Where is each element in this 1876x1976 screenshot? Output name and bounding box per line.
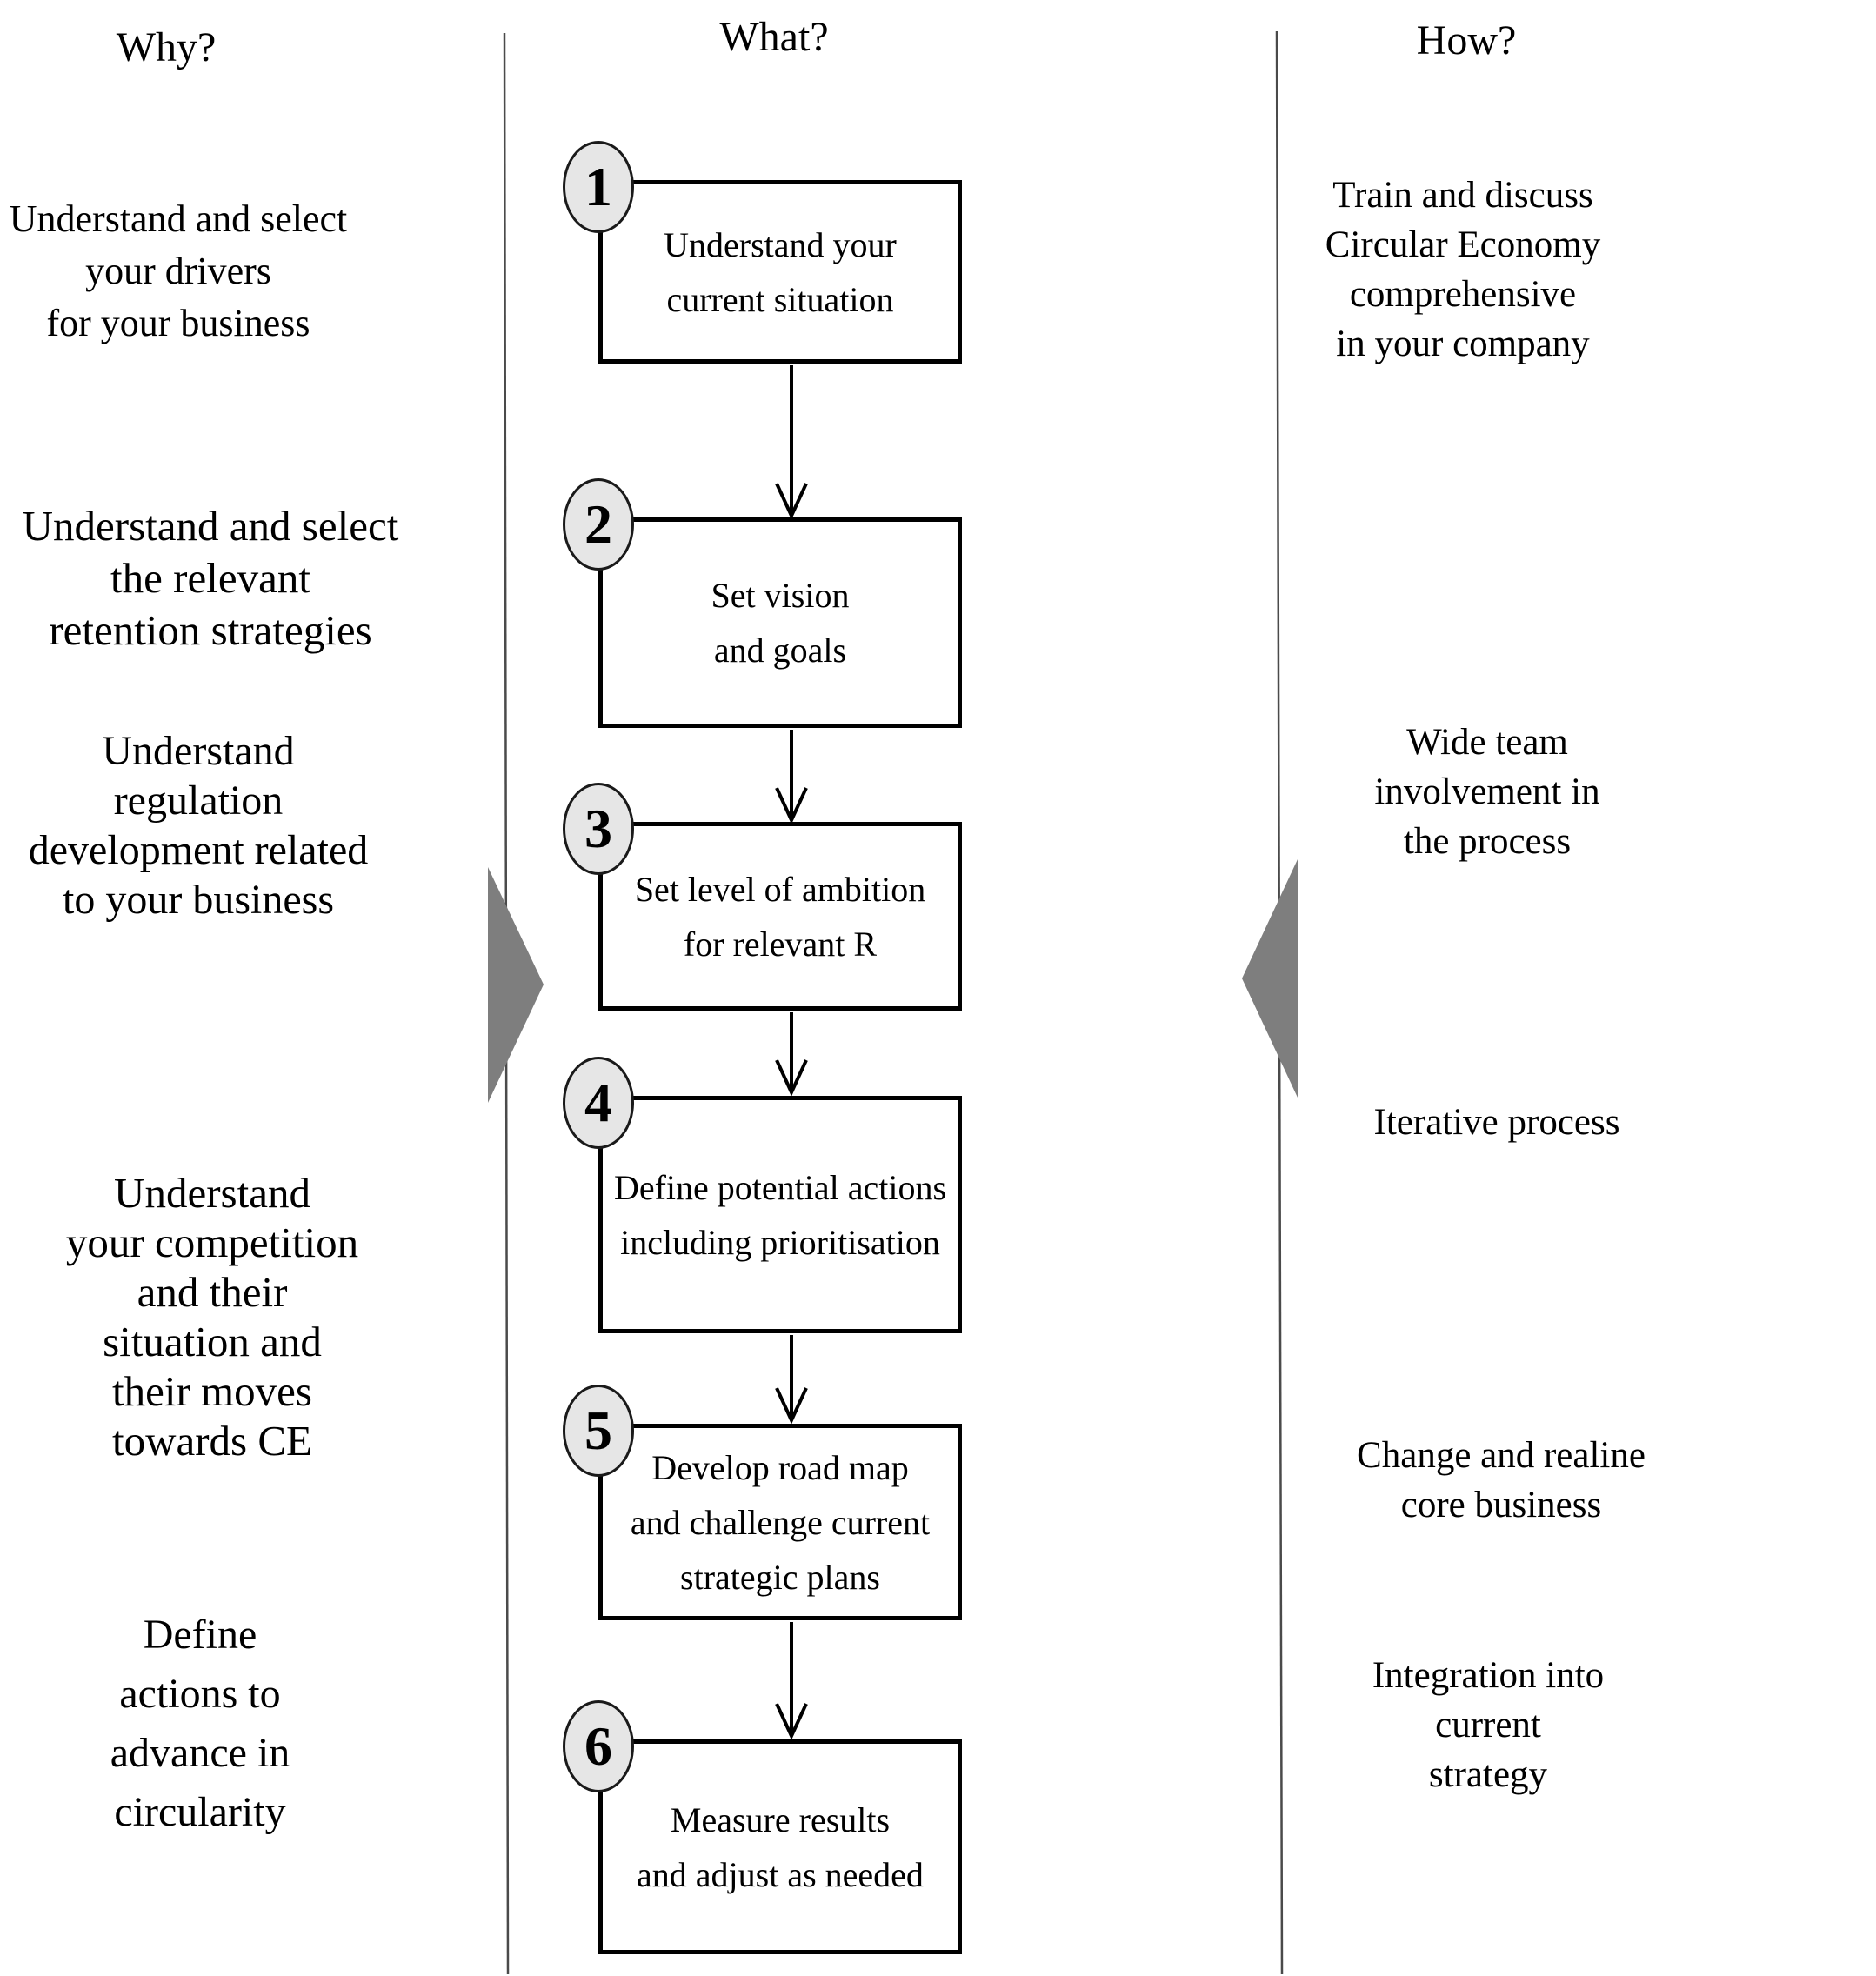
step-number-badge-5: 5	[563, 1385, 634, 1477]
how-note-3: Iterative process	[1373, 1102, 1620, 1143]
step-box-2: Set vision and goals	[598, 517, 962, 728]
how-note-1: Train and discuss Circular Economy compr…	[1325, 175, 1601, 364]
connector-arrow-3	[775, 1012, 808, 1097]
column-header-how: How?	[1416, 17, 1517, 63]
why-note-3: Understand regulation development relate…	[28, 728, 369, 923]
connector-arrow-5	[775, 1622, 808, 1740]
connector-arrow-2	[775, 730, 808, 824]
why-note-2: Understand and select the relevant reten…	[22, 502, 399, 654]
connector-arrow-1	[775, 365, 808, 520]
step-box-4-label: Define potential actions including prior…	[613, 1167, 947, 1262]
step-box-6: Measure results and adjust as needed	[598, 1739, 962, 1954]
step-number-badge-2: 2	[563, 478, 634, 571]
step-box-2-label: Set vision and goals	[711, 576, 850, 670]
how-note-2: Wide team involvement in the process	[1374, 722, 1600, 862]
step-box-4: Define potential actions including prior…	[598, 1096, 962, 1333]
step-box-5-label: Develop road map and challenge current s…	[630, 1447, 931, 1597]
why-note-4: Understand your competition and their si…	[65, 1169, 359, 1465]
column-header-what: What?	[719, 14, 829, 60]
right-flow-arrow	[1242, 859, 1298, 1098]
how-note-5: Integration into current strategy	[1372, 1655, 1605, 1795]
why-note-5: Define actions to advance in circularity	[110, 1612, 290, 1835]
step-number-badge-4: 4	[563, 1057, 634, 1149]
column-header-why: Why?	[116, 24, 217, 70]
step-box-1-label: Understand your current situation	[664, 224, 897, 319]
step-box-3-label: Set level of ambition for relevant R	[634, 869, 926, 964]
step-box-3: Set level of ambition for relevant R	[598, 822, 962, 1011]
connector-arrow-4	[775, 1335, 808, 1425]
why-note-1: Understand and select your drivers for y…	[9, 197, 348, 344]
step-number-badge-3: 3	[563, 783, 634, 875]
step-box-1: Understand your current situation	[598, 180, 962, 364]
how-note-4: Change and realine core business	[1357, 1435, 1646, 1525]
step-box-6-label: Measure results and adjust as needed	[637, 1799, 924, 1894]
step-number-badge-6: 6	[563, 1700, 634, 1792]
step-box-5: Develop road map and challenge current s…	[598, 1424, 962, 1620]
step-number-badge-1: 1	[563, 141, 634, 233]
left-flow-arrow	[488, 867, 544, 1103]
